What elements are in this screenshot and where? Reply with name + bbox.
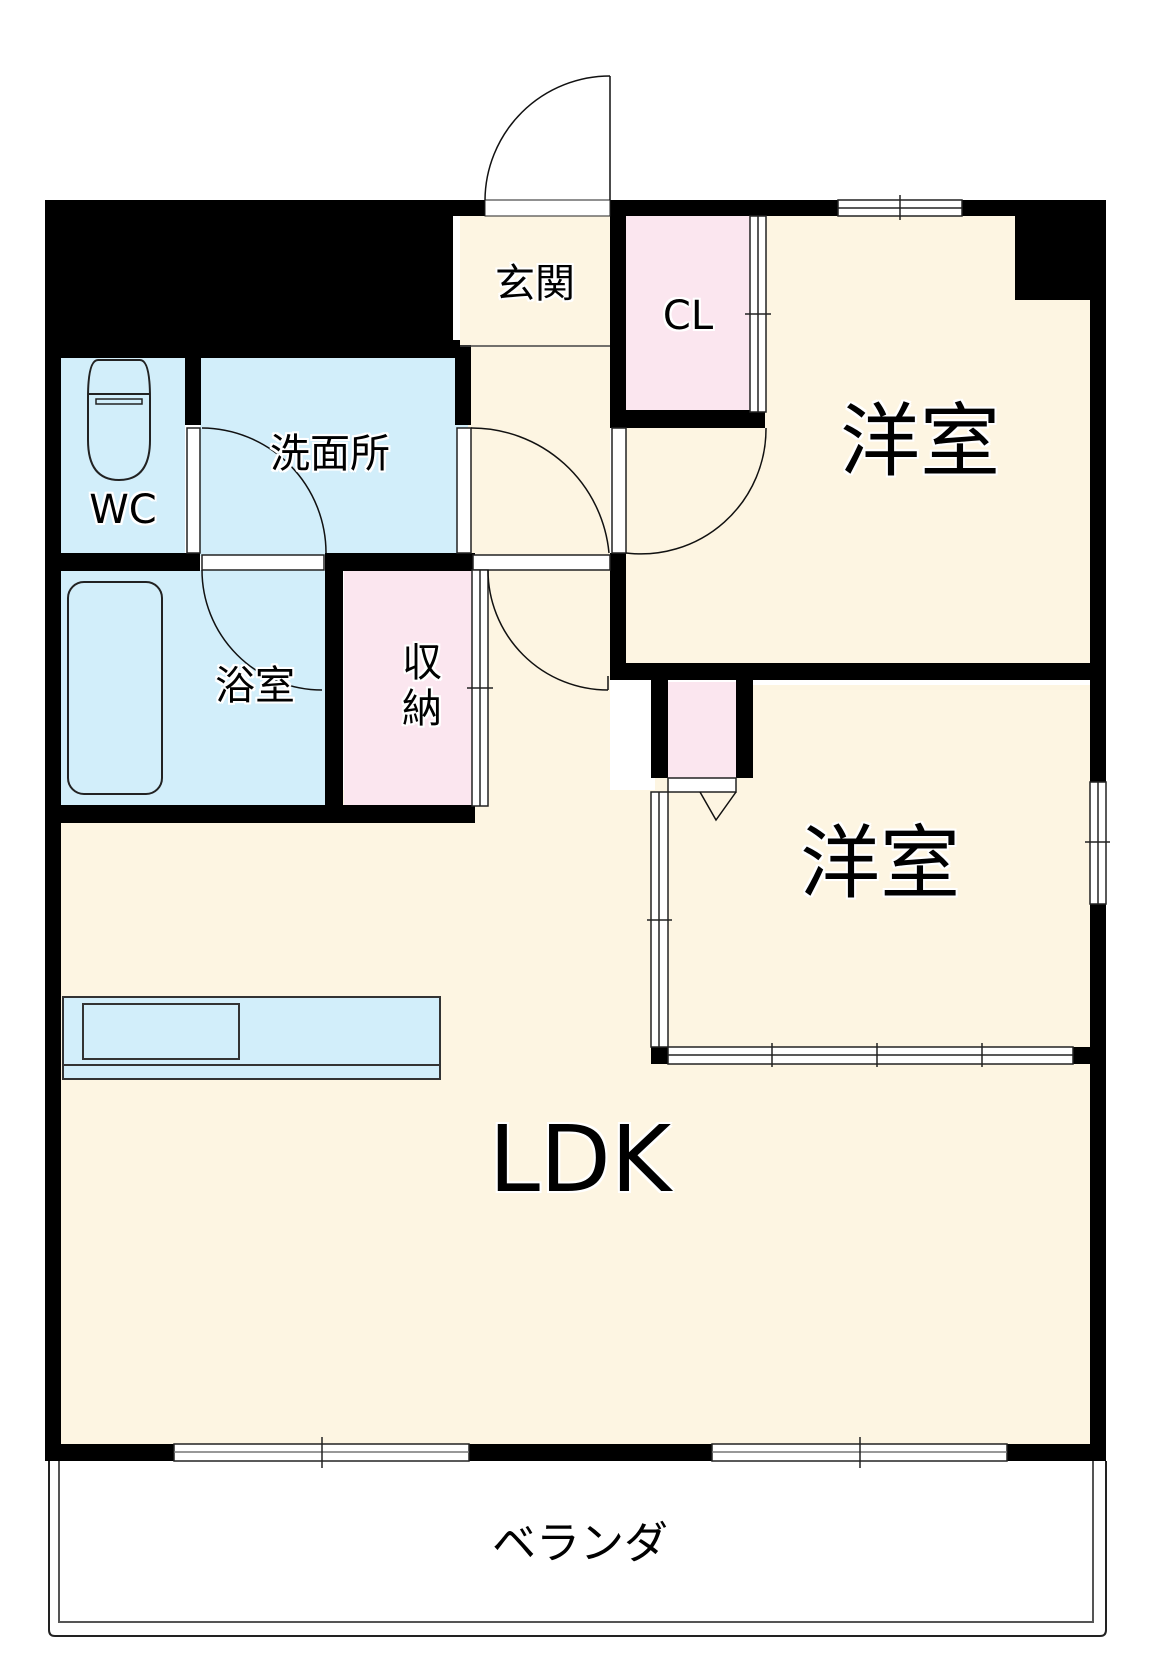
closet-floor	[625, 215, 755, 410]
washroom-floor	[200, 358, 468, 556]
openings	[173, 195, 1110, 1468]
toilet-fixture	[87, 359, 151, 482]
room-label-entrance: 玄関	[495, 261, 575, 307]
entrance-floor	[460, 215, 612, 345]
bathtub	[67, 581, 163, 795]
room-label-closet: CL	[662, 293, 714, 339]
room-label-storage: 収納	[395, 641, 441, 733]
room-label-veranda: ベランダ	[492, 1518, 668, 1569]
storage-floor	[344, 570, 472, 806]
walls	[45, 200, 1106, 1461]
room-label-washroom: 洗面所	[270, 431, 390, 477]
room-label-toilet: WC	[89, 487, 157, 533]
small-storage-floor	[668, 682, 736, 778]
room-label-bathroom: 浴室	[215, 663, 295, 709]
room-label-western-room-1: 洋室	[840, 395, 1000, 488]
room-label-ldk: LDK	[488, 1106, 672, 1213]
door-swings	[201, 75, 767, 822]
veranda-outline	[48, 1461, 1107, 1637]
room-label-western-room-2: 洋室	[800, 817, 960, 910]
kitchen-sink	[82, 1003, 240, 1060]
